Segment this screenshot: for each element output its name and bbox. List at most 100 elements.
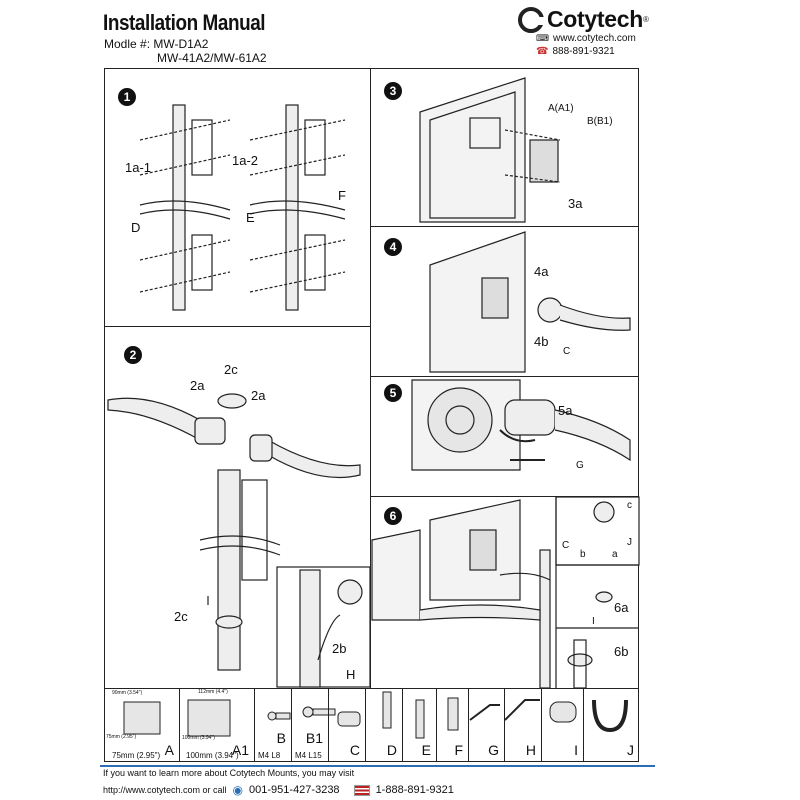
footer-website[interactable]: http://www.cotytech.com or call [103,785,227,795]
part-B: M4 L8 B [254,688,291,762]
label-E: E [246,210,255,225]
monitor-3 [419,77,526,223]
part-F: F [436,688,468,762]
part-B-letter: B [276,730,286,746]
part-B-size: M4 L8 [258,751,281,760]
part-I-letter: I [574,742,578,758]
label-C-step4: C [563,346,571,357]
label-D: D [131,220,141,235]
label-a: a [612,549,618,560]
arm-right-2 [267,438,361,479]
label-1a-1: 1a-1 [125,160,152,175]
part-A-letter: A [164,742,174,758]
label-4b: 4b [534,334,549,349]
pole-1a2 [285,104,299,311]
footer-text-line1: If you want to learn more about Cotytech… [103,768,355,778]
step-marker-6: 6 [384,507,402,525]
label-6a: 6a [614,600,629,615]
registered-mark: ® [643,15,649,24]
label-C-step6: C [562,540,570,551]
brand-name: Cotytech [547,6,644,32]
label-2a-right: 2a [251,388,266,403]
part-F-letter: F [454,742,463,758]
label-F: F [338,188,346,203]
phone-icon: ☎ [536,46,549,57]
pole-2 [217,469,241,671]
label-2b: 2b [332,641,347,656]
plate-a1-width: 112mm (4.4") [198,689,228,695]
part-H: H [504,688,541,762]
part-E: E [402,688,436,762]
divider-panel3 [370,226,639,227]
part-E-letter: E [421,742,431,758]
footer-phone-us: 1-888-891-9321 [375,784,454,796]
label-b: b [580,549,586,560]
part-D-letter: D [386,742,397,758]
part-G: G [468,688,504,762]
part-A1-letter: A1 [231,742,249,758]
label-5a: 5a [558,403,573,418]
step-marker-2: 2 [124,346,142,364]
phone-text: 888-891-9321 [552,46,615,57]
part-B1-letter: B1 [305,730,323,746]
part-A-size: 75mm (2.95") [112,751,161,760]
part-J: J [583,688,639,762]
globe-icon: ◉ [232,783,244,797]
monitor-4 [429,231,526,373]
us-flag-icon [353,784,370,796]
part-J-letter: J [627,742,634,758]
parts-list: 90mm (3.54") 75mm (2.95") 75mm (2.95") A… [104,688,639,762]
plate-a-width: 90mm (3.54") [112,690,143,696]
divider-panel5 [370,496,639,497]
part-D: D [365,688,402,762]
label-3a: 3a [568,196,583,211]
divider-parts [104,688,639,689]
bracket-2 [191,234,213,291]
footer-rule [100,765,655,767]
divider-panel4 [370,376,639,377]
part-A1-size: 100mm (3.94") [186,751,239,760]
step-marker-5: 5 [384,384,402,402]
website-contact: ⌨ www.cotytech.com [536,33,636,44]
label-6b: 6b [614,644,629,659]
part-G-letter: G [488,742,499,758]
arm-left-2 [107,397,201,442]
label-2c-bottom: 2c [174,609,188,624]
label-I: I [592,616,595,627]
label-A-A1: A(A1) [548,103,574,114]
step-marker-1: 1 [118,88,136,106]
break-line-2 [249,200,346,220]
plate-a1-height: 100mm (3.94") [182,735,215,741]
label-J: J [627,537,632,548]
bracket-1 [191,119,213,176]
part-C: C [328,688,365,762]
label-4a: 4a [534,264,549,279]
phone-contact: ☎ 888-891-9321 [536,46,615,57]
label-H: H [346,667,356,682]
instruction-frame [104,68,639,762]
web-icon: ⌨ [536,33,549,43]
pole-1a1 [172,104,186,311]
pole-6 [539,549,551,689]
model-number-line2: MW-41A2/MW-61A2 [157,51,267,65]
divider-vertical [370,68,371,688]
break-line-1 [139,200,231,220]
logo-c-icon [518,6,545,33]
bracket-4 [304,234,326,291]
part-B1: M4 L15 B1 [291,688,328,762]
plate-a-height: 75mm (2.95") [106,734,137,740]
bracket-3 [304,119,326,176]
step-marker-4: 4 [384,238,402,256]
arm-joint-4 [537,297,563,323]
part-A1: 112mm (4.4") 100mm (3.94") 100mm (3.94")… [179,688,254,762]
label-2a-left: 2a [190,378,205,393]
website-text[interactable]: www.cotytech.com [553,33,636,44]
divider-panel1 [104,326,370,327]
label-c-small: c [627,500,632,511]
part-B1-size: M4 L15 [295,751,322,760]
manual-title: Installation Manual [103,10,266,35]
label-B-B1: B(B1) [587,116,613,127]
footer-contact-line: http://www.cotytech.com or call ◉ 001-95… [103,783,454,797]
label-2c-top: 2c [224,362,238,377]
